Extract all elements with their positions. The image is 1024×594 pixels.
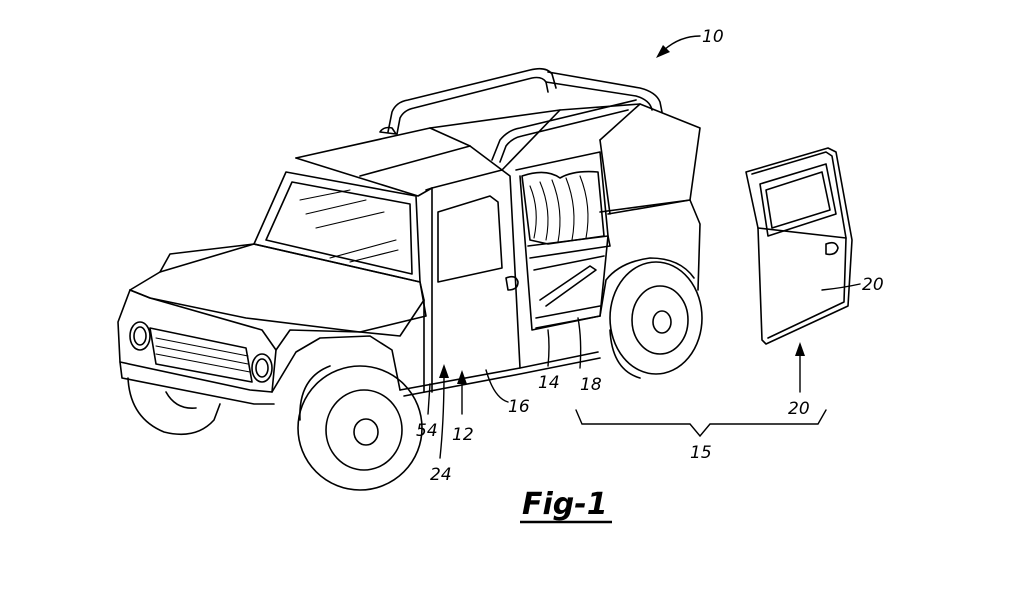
label-20-arrow: 20 (788, 399, 810, 419)
rear-quarter (599, 199, 701, 317)
hardtop (295, 103, 701, 215)
front-wheel (297, 365, 423, 491)
leader-lines (427, 35, 861, 459)
label-15: 15 (690, 443, 712, 463)
roof-rack (387, 67, 663, 163)
label-12: 12 (452, 425, 474, 445)
hood (129, 243, 427, 333)
figure-label: Fig-1 (522, 487, 608, 522)
door-opening (515, 151, 611, 331)
reference-labels: 10 20 20 15 14 18 16 12 54 24 (416, 27, 884, 485)
label-20-door: 20 (862, 275, 884, 295)
detached-door-drawing (745, 147, 853, 345)
front-far-wheel (127, 377, 221, 436)
front-door (431, 169, 521, 369)
label-18: 18 (580, 375, 602, 395)
label-16: 16 (508, 397, 530, 417)
figure-caption: Fig-1 (520, 487, 612, 524)
label-10: 10 (702, 27, 724, 47)
label-14: 14 (538, 373, 560, 393)
rear-wheel (609, 261, 703, 379)
vehicle-drawing (117, 67, 703, 491)
label-54: 54 (416, 421, 438, 441)
label-24: 24 (430, 465, 452, 485)
